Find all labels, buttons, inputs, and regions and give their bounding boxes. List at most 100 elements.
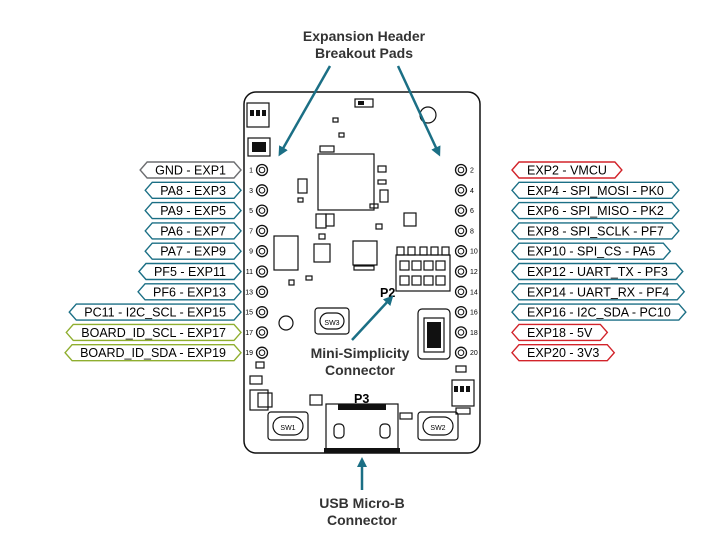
usb-callout-line2: Connector [327, 512, 398, 528]
right-pin-number: 18 [470, 330, 478, 337]
power-component [417, 308, 451, 360]
left-pin-label: PA9 - EXP5 [160, 204, 226, 218]
left-pin-label-box [64, 344, 242, 362]
left-pin-label-box [139, 161, 242, 179]
right-pin-label: EXP4 - SPI_MOSI - PK0 [527, 184, 664, 198]
left-pin-number: 11 [246, 269, 253, 276]
left-pin-number: 5 [249, 208, 253, 215]
right-pad-hole [457, 268, 465, 275]
right-pin-label-box [511, 161, 623, 179]
left-pin-label-box [137, 283, 242, 301]
right-pin-label-box [511, 323, 609, 342]
connector-label-p2: P2 [380, 286, 395, 300]
left-pin-label-box [68, 303, 242, 321]
arrow-left-header [278, 65, 332, 157]
arrow-right-header [396, 65, 441, 157]
right-pin-label: EXP18 - 5V [527, 326, 593, 340]
right-pad-hole [457, 187, 465, 194]
mini-simplicity-callout-line1: Mini-Simplicity [311, 345, 410, 361]
right-pin-label-box [511, 262, 684, 281]
sw2-label: SW2 [430, 425, 445, 432]
left-pin-label: PA7 - EXP9 [160, 245, 226, 259]
left-pad-hole [258, 207, 266, 214]
sw1-button [267, 411, 309, 441]
left-pin-label: PA6 - EXP7 [160, 224, 226, 238]
sw3-button [314, 307, 350, 335]
board-components [246, 98, 475, 420]
callout-arrows [278, 65, 441, 490]
left-pad-hole [258, 288, 266, 296]
left-pad-hole [258, 187, 266, 194]
left-pin-label: BOARD_ID_SDA - EXP19 [80, 346, 226, 360]
arrow-mini-simplicity [351, 295, 394, 341]
left-pin-number: 13 [245, 289, 253, 296]
right-pin-label-box [511, 181, 680, 200]
left-pad-hole [258, 247, 266, 255]
right-pin-label: EXP16 - I2C_SDA - PC10 [527, 306, 671, 320]
mini-simplicity-connector [395, 246, 451, 292]
left-pad-hole [258, 349, 266, 357]
left-pad-hole [258, 308, 266, 316]
left-pin-label-box [144, 181, 242, 200]
left-pin-number: 19 [245, 350, 253, 357]
right-pin-label: EXP12 - UART_TX - PF3 [527, 265, 668, 279]
left-pin-label: PF5 - EXP11 [154, 265, 226, 279]
usb-callout-line1: USB Micro-B [319, 495, 405, 511]
right-pin-label: EXP2 - VMCU [527, 164, 607, 178]
right-pin-label-box [511, 222, 680, 240]
expansion-header-callout-line1: Expansion Header [303, 28, 426, 44]
left-pin-number: 17 [245, 330, 253, 337]
left-pin-label-box [144, 201, 242, 220]
right-pin-label: EXP8 - SPI_SCLK - PF7 [527, 224, 664, 238]
left-pin-label: PF6 - EXP13 [153, 285, 226, 299]
right-pin-number: 10 [470, 249, 478, 256]
right-pin-label-box [511, 242, 672, 260]
right-pin-number: 8 [470, 228, 474, 235]
sw3-label: SW3 [324, 320, 339, 327]
right-pin-label-box [511, 303, 687, 321]
sw2-button [417, 411, 459, 441]
left-pin-label: BOARD_ID_SCL - EXP17 [81, 326, 226, 340]
right-pin-label: EXP14 - UART_RX - PF4 [527, 285, 669, 299]
usb-connector [324, 403, 400, 453]
left-pin-label: GND - EXP1 [155, 164, 226, 178]
right-pin-label: EXP20 - 3V3 [527, 346, 599, 360]
right-pin-label: EXP6 - SPI_MISO - PK2 [527, 204, 664, 218]
right-pin-number: 12 [470, 269, 478, 276]
right-pin-number: 2 [470, 168, 474, 175]
sw1-label: SW1 [280, 425, 295, 432]
left-pad-hole [258, 166, 266, 174]
right-pad-hole [457, 207, 465, 214]
right-pin-label-box [511, 201, 680, 220]
connector-label-p3: P3 [354, 392, 369, 406]
right-pad-hole [457, 329, 465, 336]
left-pin-label-box [144, 242, 242, 260]
mini-simplicity-callout-line2: Connector [325, 362, 396, 378]
right-pad-hole [457, 166, 465, 174]
right-pad-hole [457, 308, 465, 316]
right-pin-number: 14 [470, 289, 478, 296]
right-pin-number: 6 [470, 208, 474, 215]
right-pin-number: 4 [470, 188, 474, 195]
left-pin-number: 1 [249, 168, 253, 175]
right-pin-number: 20 [470, 350, 478, 357]
left-pin-number: 9 [249, 249, 253, 256]
right-pin-number: 16 [470, 310, 478, 317]
expansion-header-callout-line2: Breakout Pads [315, 45, 413, 61]
left-pin-label-box [144, 222, 242, 240]
right-pad-hole [457, 349, 465, 357]
right-pad-hole [457, 288, 465, 296]
right-pin-labels: 2 EXP2 - VMCU 4 EXP4 - SPI_MOSI - PK0 6 EXP6 … [454, 161, 687, 362]
left-pin-number: 7 [249, 228, 253, 235]
left-pad-hole [258, 268, 266, 275]
right-pad-hole [457, 247, 465, 255]
left-pad-hole [258, 329, 266, 336]
right-pin-label-box [511, 344, 616, 362]
left-pin-label: PA8 - EXP3 [160, 184, 226, 198]
left-pin-label: PC11 - I2C_SCL - EXP15 [84, 306, 226, 320]
left-pin-label-box [138, 262, 242, 281]
left-pin-number: 15 [245, 310, 253, 317]
left-pad-hole [258, 227, 266, 235]
